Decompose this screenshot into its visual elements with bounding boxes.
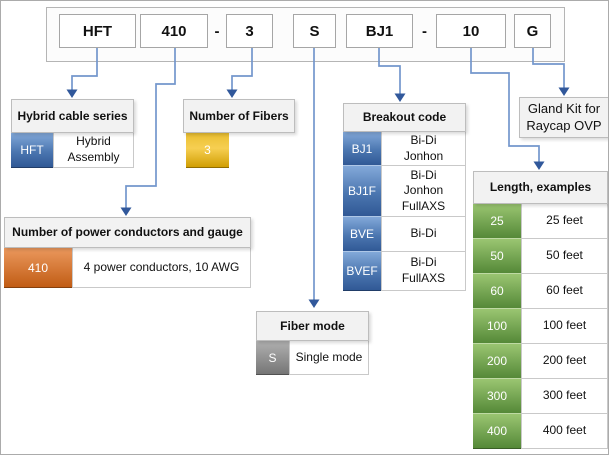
table-row: BJ1F Bi-Di Jonhon FullAXS: [343, 165, 466, 217]
code-cell-400: 400: [473, 413, 521, 449]
section-title: Number of power conductors and gauge: [4, 217, 251, 248]
section-title: Number of Fibers: [183, 99, 295, 133]
desc-cell: 4 power conductors, 10 AWG: [72, 247, 251, 288]
code-cell-bj1f: BJ1F: [343, 165, 381, 217]
table-row: 410 4 power conductors, 10 AWG: [4, 247, 251, 288]
desc-cell: 60 feet: [521, 273, 608, 309]
part-segment-hft: HFT: [59, 14, 136, 48]
part-segment-s: S: [293, 14, 336, 48]
desc-cell: 50 feet: [521, 238, 608, 274]
section-number-of-fibers: Number of Fibers 3: [183, 99, 295, 168]
code-cell-s: S: [256, 340, 289, 375]
part-segment-10: 10: [436, 14, 506, 48]
desc-cell: Bi-Di Jonhon FullAXS: [381, 165, 466, 217]
desc-cell: 300 feet: [521, 378, 608, 414]
part-separator: -: [422, 22, 427, 40]
code-cell-hft: HFT: [11, 132, 53, 168]
desc-cell: 200 feet: [521, 343, 608, 379]
code-cell-200: 200: [473, 343, 521, 379]
part-segment-g: G: [514, 14, 551, 48]
desc-cell: 100 feet: [521, 308, 608, 344]
table-row: BVEF Bi-Di FullAXS: [343, 251, 466, 291]
code-cell-410: 410: [4, 247, 72, 288]
section-fiber-mode: Fiber mode S Single mode: [256, 311, 369, 375]
code-cell-3: 3: [186, 132, 229, 168]
code-cell-bj1: BJ1: [343, 131, 381, 166]
desc-cell: Bi-Di FullAXS: [381, 251, 466, 291]
part-segment-bj1: BJ1: [346, 14, 413, 48]
part-segment-3: 3: [226, 14, 273, 48]
code-cell-60: 60: [473, 273, 521, 309]
desc-cell: Hybrid Assembly: [53, 132, 134, 168]
table-row: BJ1 Bi-Di Jonhon: [343, 131, 466, 166]
table-row: 400 400 feet: [473, 413, 608, 449]
code-cell-100: 100: [473, 308, 521, 344]
desc-cell: 25 feet: [521, 203, 608, 239]
code-cell-bvef: BVEF: [343, 251, 381, 291]
table-row: S Single mode: [256, 340, 369, 375]
table-row: 50 50 feet: [473, 238, 608, 274]
code-cell-300: 300: [473, 378, 521, 414]
table-row: HFT Hybrid Assembly: [11, 132, 134, 168]
code-cell-50: 50: [473, 238, 521, 274]
gland-kit-box: Gland Kit for Raycap OVP: [519, 97, 608, 138]
table-row: 200 200 feet: [473, 343, 608, 379]
code-cell-25: 25: [473, 203, 521, 239]
table-row: 100 100 feet: [473, 308, 608, 344]
section-length-examples: Length, examples 25 25 feet 50 50 feet 6…: [473, 171, 608, 449]
section-breakout-code: Breakout code BJ1 Bi-Di Jonhon BJ1F Bi-D…: [343, 103, 466, 291]
desc-cell: Single mode: [289, 340, 369, 375]
table-row: 3: [183, 132, 295, 168]
section-hybrid-cable-series: Hybrid cable series HFT Hybrid Assembly: [11, 99, 134, 168]
table-row: BVE Bi-Di: [343, 216, 466, 252]
desc-cell: Bi-Di: [381, 216, 466, 252]
section-title: Hybrid cable series: [11, 99, 134, 133]
code-cell-bve: BVE: [343, 216, 381, 252]
section-power-conductors: Number of power conductors and gauge 410…: [4, 217, 251, 288]
part-segment-410: 410: [140, 14, 208, 48]
part-separator: -: [214, 22, 220, 40]
table-row: 300 300 feet: [473, 378, 608, 414]
section-title: Fiber mode: [256, 311, 369, 341]
table-row: 60 60 feet: [473, 273, 608, 309]
desc-cell: 400 feet: [521, 413, 608, 449]
section-title: Breakout code: [343, 103, 466, 132]
desc-cell: Bi-Di Jonhon: [381, 131, 466, 166]
table-row: 25 25 feet: [473, 203, 608, 239]
section-title: Length, examples: [473, 171, 608, 204]
